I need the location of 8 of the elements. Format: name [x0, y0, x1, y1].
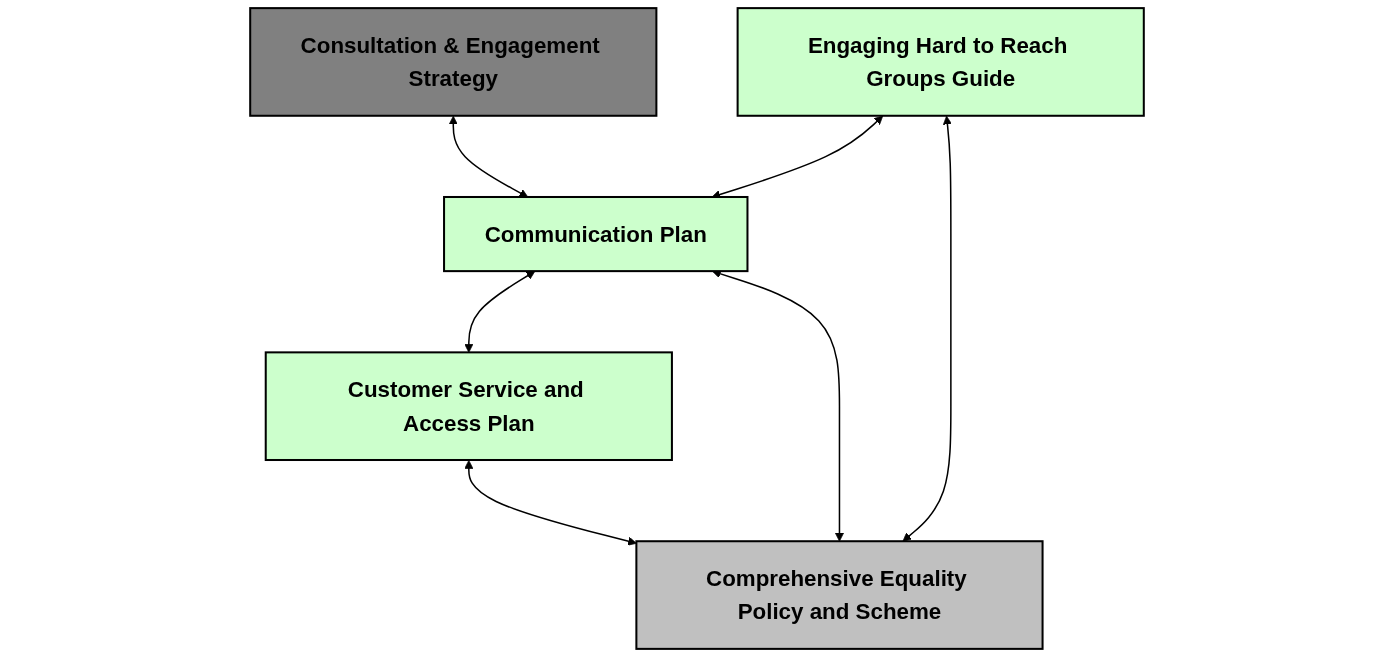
arrow — [902, 115, 952, 542]
node-box: Communication Plan — [443, 196, 749, 273]
arrow — [448, 115, 529, 198]
arrow — [464, 460, 637, 546]
node-box: Comprehensive Equality Policy and Scheme — [635, 540, 1044, 650]
node-box: Engaging Hard to Reach Groups Guide — [736, 7, 1145, 117]
node-box: Customer Service and Access Plan — [264, 351, 673, 461]
node-box: Consultation & Engagement Strategy — [249, 7, 658, 117]
